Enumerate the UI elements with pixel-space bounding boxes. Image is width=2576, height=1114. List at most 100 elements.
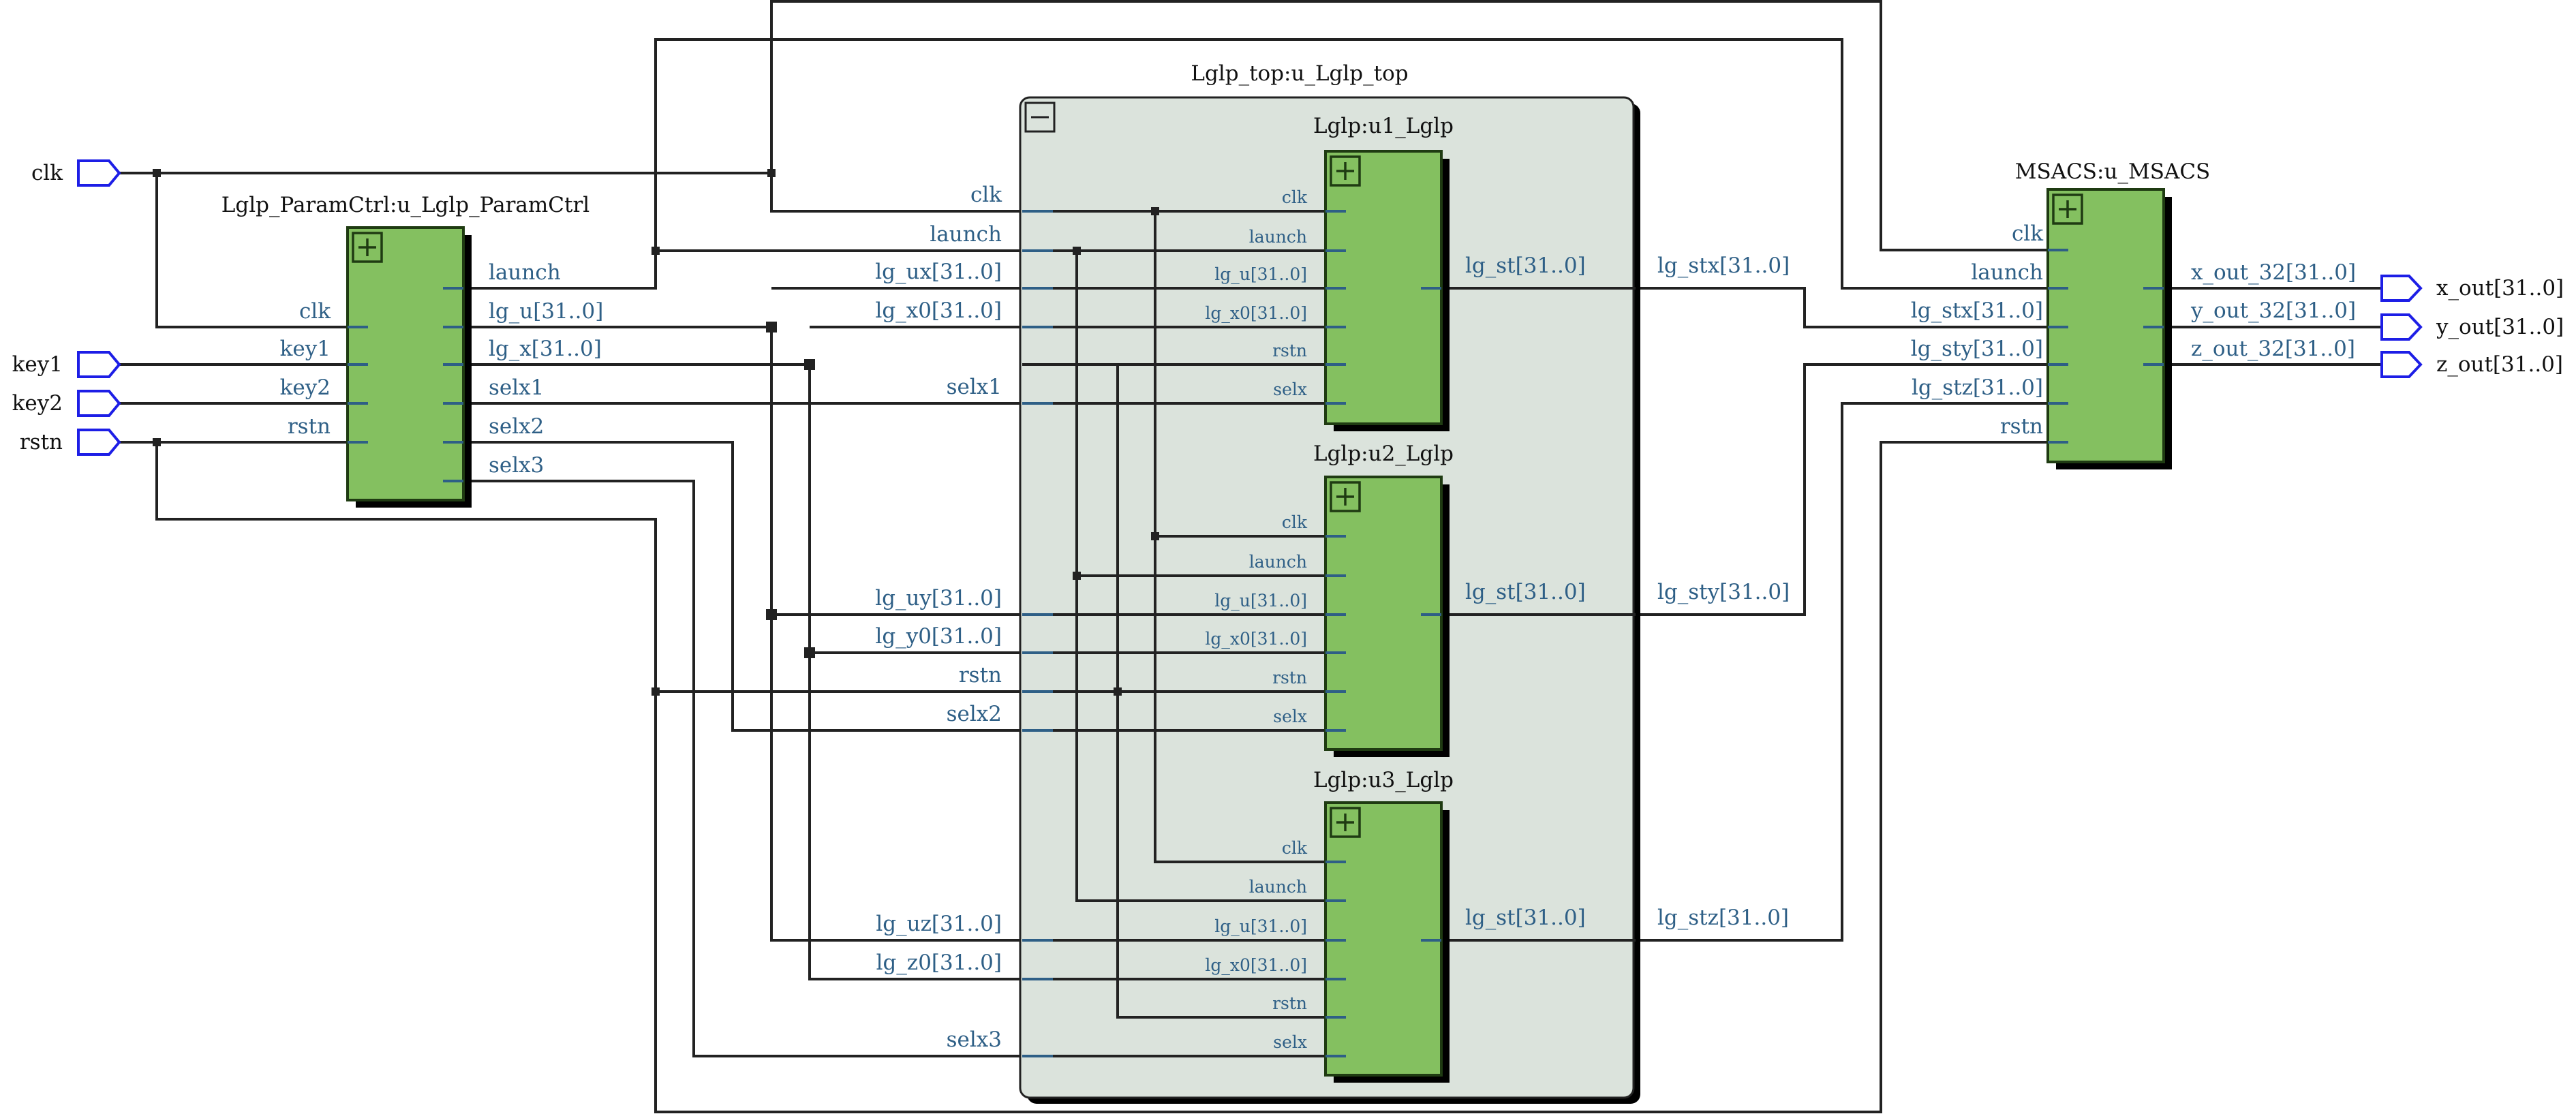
top-pin-label: lg_ux[31..0] — [875, 260, 1002, 284]
plus-box-icon[interactable] — [2052, 194, 2083, 225]
junction — [1114, 687, 1122, 696]
pin-label: rstn — [1272, 993, 1307, 1013]
pin-label: clk — [299, 299, 331, 324]
pin-label: lg_u[31..0] — [1214, 591, 1307, 610]
input-port-key2[interactable]: key2 — [12, 390, 121, 417]
top-pin-label: launch — [930, 222, 1002, 247]
net-label-lg-sty: lg_sty[31..0] — [1657, 580, 1790, 604]
junction — [804, 359, 815, 370]
submodule-u2[interactable]: Lglp:u2_Lglp clk launch lg_u[31..0] lg_x… — [1205, 442, 1586, 757]
wire-lg-stz — [1636, 402, 2058, 942]
pin-label: lg_x[31..0] — [489, 337, 602, 361]
output-ports: x_out[31..0] y_out[31..0] z_out[31..0] — [2380, 275, 2564, 378]
pin-label: lg_sty[31..0] — [1911, 337, 2043, 361]
pin-label: clk — [1282, 512, 1308, 532]
port-label: z_out[31..0] — [2436, 352, 2563, 377]
pin-label: clk — [1282, 838, 1308, 858]
wire-clk — [119, 0, 2058, 328]
top-pin-label: lg_uz[31..0] — [876, 912, 1002, 936]
input-port-clk[interactable]: clk — [31, 159, 121, 187]
net-label-lg-stx: lg_stx[31..0] — [1657, 253, 1790, 278]
pin-label: launch — [1249, 877, 1307, 897]
net-label-lg-stz: lg_stz[31..0] — [1657, 906, 1789, 930]
pin-label: lg_u[31..0] — [1214, 916, 1307, 936]
pin-label: lg_x0[31..0] — [1205, 955, 1307, 975]
plus-box-icon[interactable] — [1330, 807, 1361, 838]
port-label: key2 — [12, 391, 63, 416]
port-label: y_out[31..0] — [2436, 315, 2564, 339]
pin-label: lg_u[31..0] — [1214, 264, 1307, 284]
pin-label: launch — [489, 260, 561, 285]
input-port-key1[interactable]: key1 — [12, 351, 121, 378]
pin-label: selx — [1273, 707, 1307, 726]
net-wires — [119, 0, 2382, 1113]
input-ports: clk key1 key2 rstn — [12, 159, 121, 456]
msacs-module[interactable]: MSACS:u_MSACS clk launch lg_stx[31..0] l… — [1911, 159, 2356, 469]
port-label: rstn — [20, 430, 63, 454]
port-label: x_out[31..0] — [2436, 276, 2564, 300]
wire-launch — [463, 38, 2058, 902]
pin-label: clk — [1282, 187, 1308, 207]
pin-label: lg_st[31..0] — [1465, 580, 1586, 604]
inner-wires — [1022, 210, 1636, 1057]
top-pin-label: lg_x0[31..0] — [875, 298, 1002, 323]
output-port-x-out[interactable]: x_out[31..0] — [2380, 275, 2564, 302]
top-pin-label: selx1 — [947, 375, 1002, 399]
pin-label: selx2 — [489, 414, 544, 439]
paramctrl-module[interactable]: Lglp_ParamCtrl:u_Lglp_ParamCtrl clk key1… — [221, 193, 604, 508]
plus-box-icon[interactable] — [1330, 481, 1361, 512]
top-pin-label: lg_z0[31..0] — [876, 950, 1002, 975]
output-port-z-out[interactable]: z_out[31..0] — [2380, 351, 2563, 378]
top-pin-label: lg_y0[31..0] — [875, 624, 1002, 649]
pin-label: z_out_32[31..0] — [2191, 337, 2355, 361]
wire-selx3 — [463, 480, 1022, 1057]
top-left-pin-labels: clk launch lg_ux[31..0] lg_x0[31..0] sel… — [875, 183, 1002, 1052]
pin-label: rstn — [1272, 668, 1307, 687]
plus-box-icon[interactable] — [1330, 155, 1361, 187]
input-port-rstn[interactable]: rstn — [20, 429, 121, 456]
junction — [766, 322, 777, 332]
pin-label: lg_u[31..0] — [489, 299, 603, 324]
submodule-title: Lglp:u3_Lglp — [1313, 768, 1454, 792]
junction — [1073, 572, 1081, 580]
pin-label: lg_st[31..0] — [1465, 253, 1586, 278]
submodule-title: Lglp:u1_Lglp — [1313, 114, 1454, 138]
pin-label: selx — [1273, 1032, 1307, 1052]
pin-label: x_out_32[31..0] — [2191, 260, 2356, 285]
pin-label: lg_stx[31..0] — [1911, 298, 2043, 323]
pin-label: clk — [2012, 221, 2043, 246]
pin-label: lg_x0[31..0] — [1205, 629, 1307, 649]
output-port-y-out[interactable]: y_out[31..0] — [2380, 313, 2564, 341]
port-label: key1 — [12, 352, 63, 377]
pin-label: launch — [1971, 260, 2043, 285]
pin-label: selx — [1273, 380, 1307, 399]
junction — [1073, 247, 1081, 255]
msacs-title: MSACS:u_MSACS — [2015, 159, 2211, 184]
port-label: clk — [31, 161, 63, 185]
submodule-u3[interactable]: Lglp:u3_Lglp clk launch lg_u[31..0] lg_x… — [1205, 768, 1586, 1083]
junction — [153, 169, 161, 177]
wire-lg-sty — [1636, 363, 2058, 616]
pin-label: key1 — [280, 337, 331, 361]
pin-label: launch — [1249, 552, 1307, 572]
top-pin-label: clk — [970, 183, 1002, 207]
junction — [153, 438, 161, 446]
submodule-u1[interactable]: Lglp:u1_Lglp clk launch lg_u[31..0] lg_x… — [1205, 114, 1586, 431]
junction — [767, 169, 776, 177]
minus-box-icon[interactable] — [1024, 102, 1056, 133]
top-pin-label: lg_uy[31..0] — [875, 586, 1002, 610]
pin-label: launch — [1249, 227, 1307, 247]
wire-selx2 — [463, 441, 1022, 732]
wire-outputs — [2164, 287, 2382, 366]
junction — [1151, 532, 1159, 540]
pin-label: lg_st[31..0] — [1465, 906, 1586, 930]
plus-box-icon[interactable] — [352, 232, 383, 263]
pin-label: y_out_32[31..0] — [2190, 298, 2356, 323]
junction — [651, 247, 660, 255]
submodule-title: Lglp:u2_Lglp — [1313, 442, 1454, 466]
top-pin-label: selx2 — [947, 702, 1002, 726]
pin-label: rstn — [288, 414, 331, 439]
top-out-net-labels: lg_stx[31..0] lg_sty[31..0] lg_stz[31..0… — [1657, 253, 1790, 930]
paramctrl-title: Lglp_ParamCtrl:u_Lglp_ParamCtrl — [221, 193, 589, 217]
